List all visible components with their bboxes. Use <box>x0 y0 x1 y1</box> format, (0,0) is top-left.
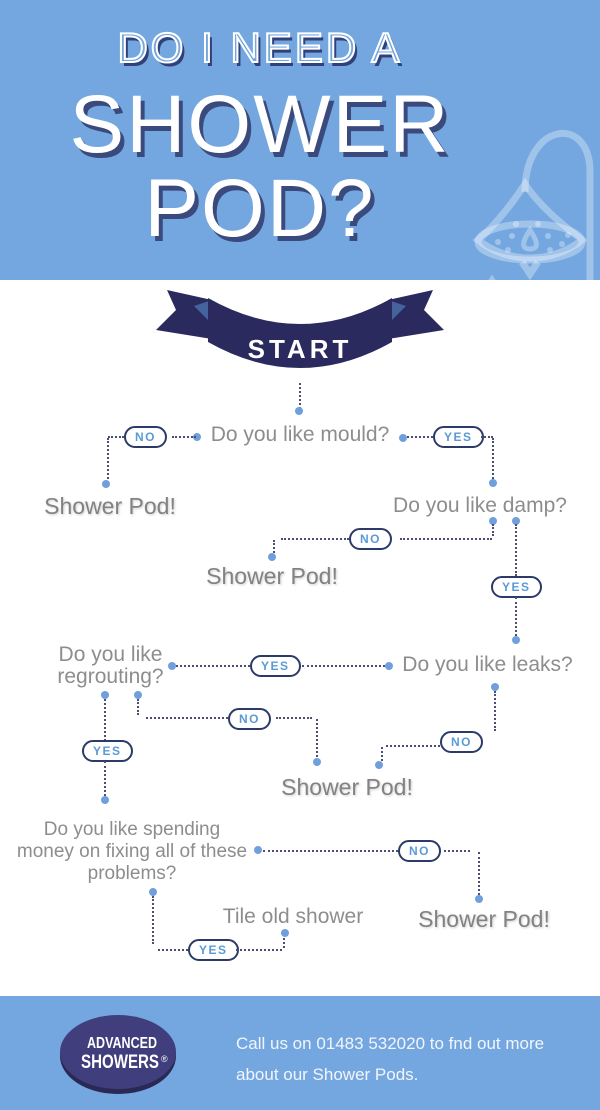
dotted-connector <box>146 717 228 719</box>
dotted-connector <box>172 436 196 438</box>
node-dot <box>385 662 393 670</box>
no-pill: NO <box>124 426 167 448</box>
question-spending-line2: money on fixing all of these <box>16 841 248 862</box>
footer-bar: ADVANCED SHOWERS ® Call us on 01483 5320… <box>0 996 600 1110</box>
node-dot <box>149 888 157 896</box>
dotted-connector <box>515 524 517 576</box>
dotted-connector <box>381 747 383 761</box>
dotted-connector <box>400 538 492 540</box>
shower-head-icon <box>472 129 594 282</box>
question-spending-line3: problems? <box>87 863 177 884</box>
node-dot <box>281 929 289 937</box>
dotted-connector <box>104 699 106 741</box>
yes-pill: YES <box>250 655 301 677</box>
outcome-shower-pod: Shower Pod! <box>44 493 176 519</box>
dotted-connector <box>492 438 494 479</box>
dotted-connector <box>515 597 517 636</box>
footer-contact-text: Call us on 01483 532020 to fnd out more … <box>236 1028 544 1090</box>
title-line-1: DO I NEED A <box>116 23 403 72</box>
question-spending: Do you like spending money on fixing all… <box>2 819 262 885</box>
outcome-shower-pod: Shower Pod! <box>206 563 338 589</box>
start-label: START <box>247 334 353 364</box>
question-regrouting: Do you like regrouting? <box>28 644 193 688</box>
no-pill: NO <box>228 708 271 730</box>
node-dot <box>489 479 497 487</box>
node-dot <box>491 683 499 691</box>
dotted-connector <box>444 850 470 852</box>
node-dot <box>512 517 520 525</box>
title-line-3: POD? <box>144 163 376 254</box>
question-regrouting-line2: regrouting? <box>57 665 164 688</box>
footer-contact-line1: Call us on 01483 532020 to fnd out more <box>236 1034 545 1053</box>
dotted-connector <box>386 745 440 747</box>
question-leaks: Do you like leaks? <box>402 653 573 676</box>
yes-pill: YES <box>433 426 484 448</box>
dotted-connector <box>137 699 139 715</box>
node-dot <box>399 434 407 442</box>
outcome-tile-old-shower: Tile old shower <box>222 905 364 928</box>
node-dot <box>295 407 303 415</box>
dotted-connector <box>299 383 301 409</box>
yes-pill: YES <box>82 740 133 762</box>
logo-registered-mark: ® <box>161 1054 168 1064</box>
question-regrouting-line1: Do you like <box>58 643 163 666</box>
node-dot <box>489 517 497 525</box>
logo-line-1: ADVANCED <box>87 1035 157 1052</box>
no-pill: NO <box>398 840 441 862</box>
no-pill: NO <box>440 731 483 753</box>
yes-pill: YES <box>491 576 542 598</box>
logo-line-2: SHOWERS <box>81 1052 159 1073</box>
dotted-connector <box>152 896 154 944</box>
dotted-connector <box>494 691 496 731</box>
dotted-connector <box>316 719 318 757</box>
dotted-connector <box>236 949 282 951</box>
dotted-connector <box>108 436 124 438</box>
advanced-showers-logo: ADVANCED SHOWERS ® <box>60 1015 176 1094</box>
dotted-connector <box>263 850 398 852</box>
node-dot <box>268 553 276 561</box>
dotted-connector <box>283 938 285 948</box>
node-dot <box>134 691 142 699</box>
node-dot <box>475 895 483 903</box>
node-dot <box>102 480 110 488</box>
dotted-connector <box>107 438 109 479</box>
dotted-connector <box>478 852 480 895</box>
title-line-2: SHOWER <box>69 79 451 170</box>
dotted-connector <box>492 524 494 536</box>
question-spending-line1: Do you like spending <box>43 819 221 840</box>
node-dot <box>101 796 109 804</box>
header-banner: DO I NEED A SHOWER POD? <box>0 0 600 282</box>
node-dot <box>512 636 520 644</box>
node-dot <box>168 662 176 670</box>
outcome-shower-pod: Shower Pod! <box>418 906 550 932</box>
dotted-connector <box>302 665 385 667</box>
dotted-connector <box>407 436 433 438</box>
no-pill: NO <box>349 528 392 550</box>
node-dot <box>375 761 383 769</box>
question-mould: Do you like mould? <box>210 423 390 446</box>
node-dot <box>193 433 201 441</box>
question-damp: Do you like damp? <box>393 494 567 517</box>
dotted-connector <box>481 436 493 438</box>
node-dot <box>254 846 262 854</box>
dotted-connector <box>281 538 349 540</box>
dotted-connector <box>273 540 275 553</box>
outcome-shower-pod: Shower Pod! <box>281 774 413 800</box>
dotted-connector <box>158 949 188 951</box>
node-dot <box>313 758 321 766</box>
start-ribbon <box>156 290 444 368</box>
yes-pill: YES <box>188 939 239 961</box>
dotted-connector <box>276 717 312 719</box>
dotted-connector <box>104 761 106 796</box>
footer-contact-line2: about our Shower Pods. <box>236 1065 419 1084</box>
dotted-connector <box>176 665 250 667</box>
node-dot <box>101 691 109 699</box>
